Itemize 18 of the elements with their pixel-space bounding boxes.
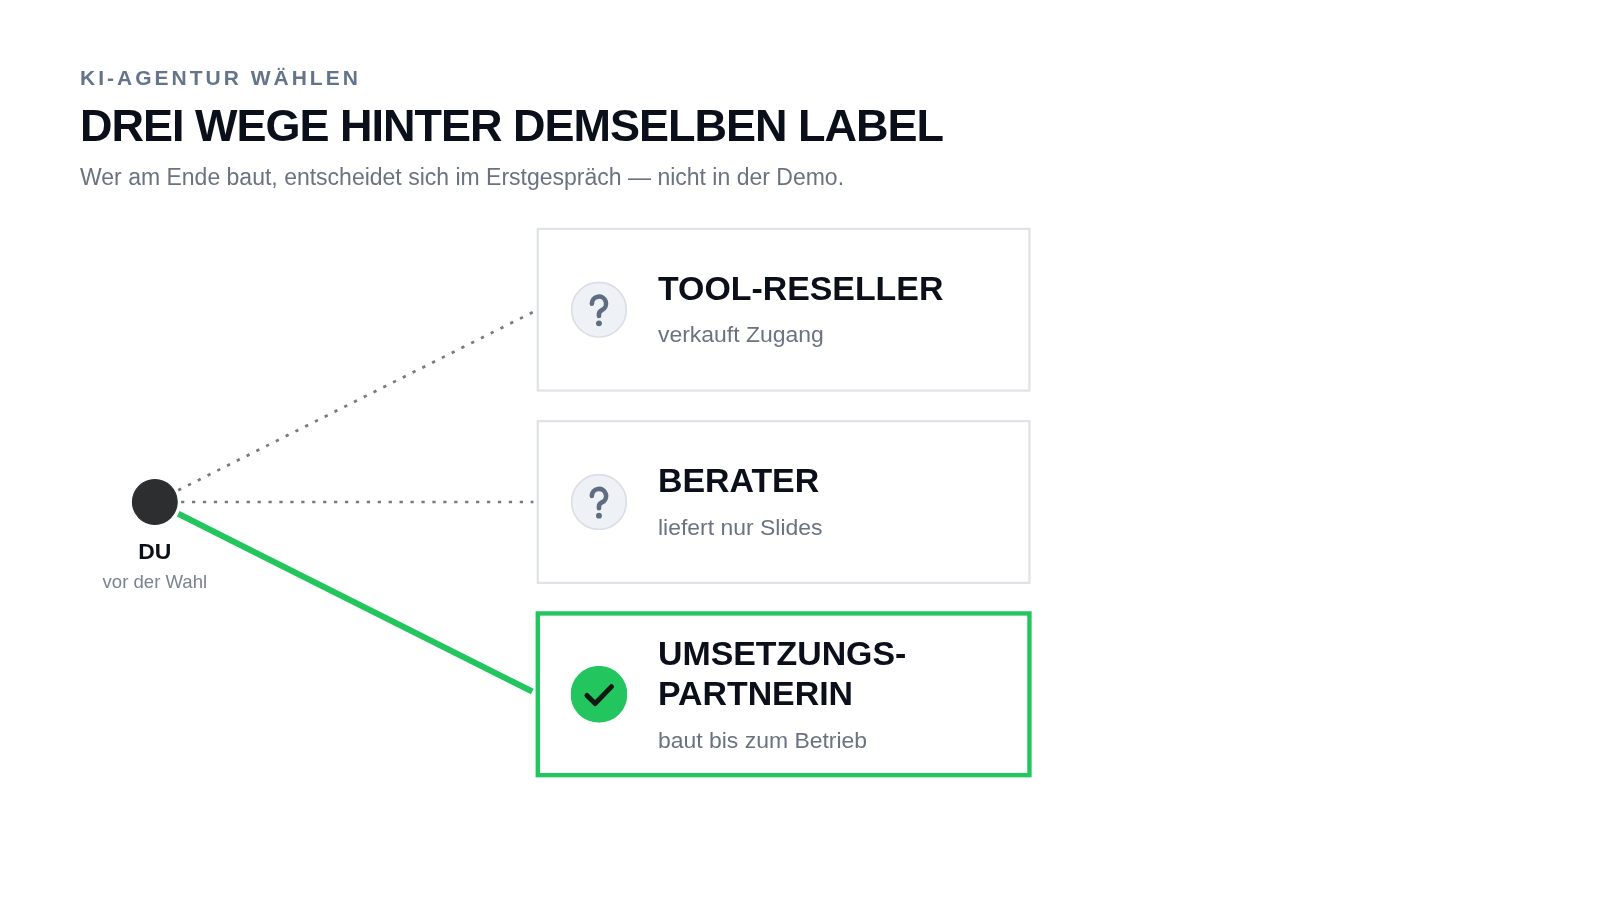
node-label: DU bbox=[138, 537, 172, 564]
option-title: BERATER bbox=[657, 460, 821, 502]
page-subtitle: Wer am Ende baut, entscheidet sich im Erstgespräch — nicht in der Demo. bbox=[80, 164, 845, 191]
connector-line bbox=[176, 511, 534, 695]
option-description: liefert nur Slides bbox=[657, 513, 824, 542]
dotted-line bbox=[177, 310, 535, 492]
node-caption: vor der Wahl bbox=[102, 571, 208, 593]
option-card bbox=[536, 227, 1031, 392]
option-title: TOOL-RESELLER bbox=[657, 268, 945, 310]
option-description: verkauft Zugang bbox=[657, 321, 825, 350]
dot bbox=[131, 479, 178, 525]
dotted-line bbox=[181, 500, 534, 504]
highlighted-option-card bbox=[535, 611, 1032, 778]
page-title: DREI WEGE HINTER DEMSELBEN LABEL bbox=[80, 100, 944, 152]
option-title: UMSETZUNGS-PARTNERIN bbox=[657, 632, 908, 714]
kicker-label: KI-AGENTUR WÄHLEN bbox=[80, 66, 361, 90]
option-description: baut bis zum Betrieb bbox=[657, 726, 869, 755]
option-card bbox=[536, 420, 1031, 584]
